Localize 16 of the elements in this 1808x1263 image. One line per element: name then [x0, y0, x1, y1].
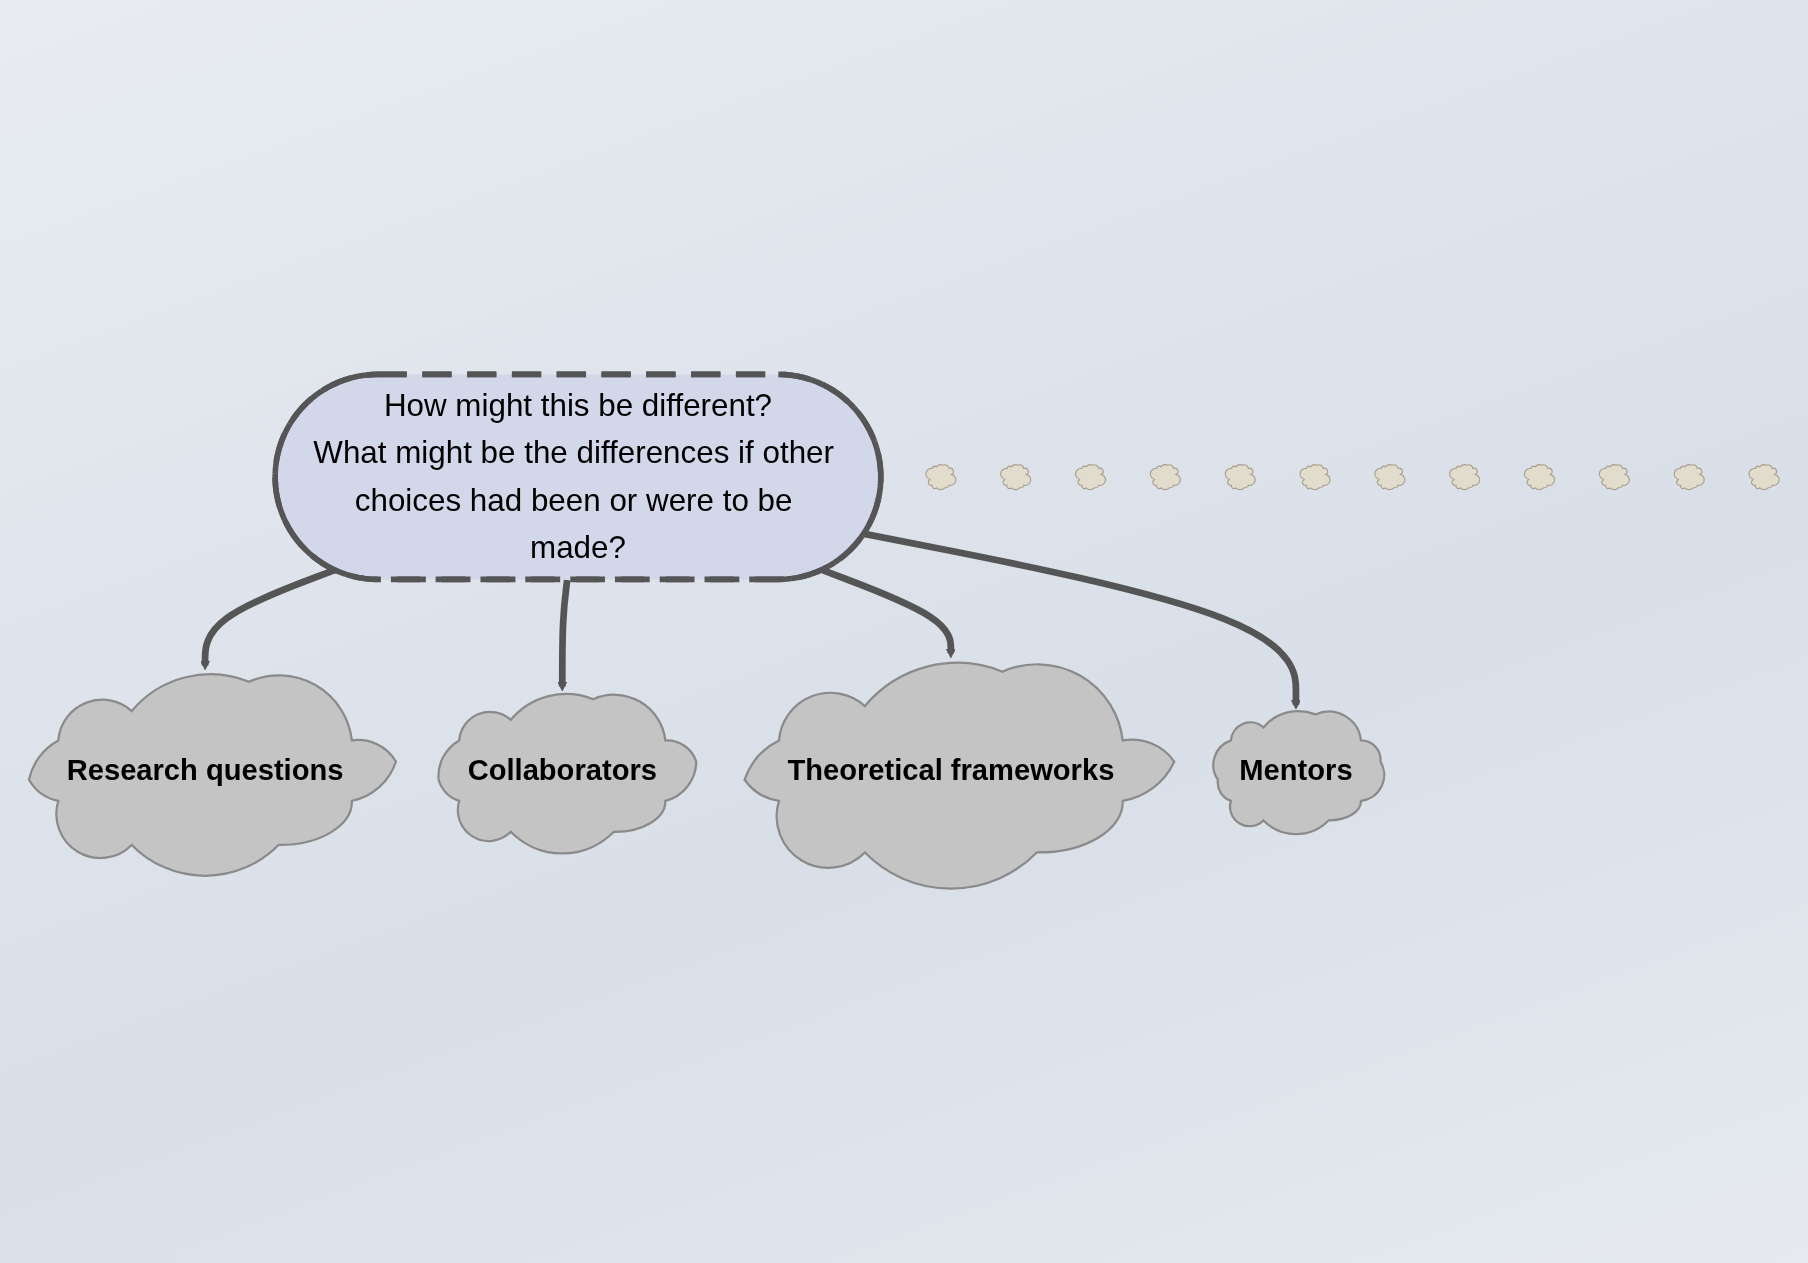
node-cloud: [1449, 464, 1481, 491]
node-cloud: [1598, 464, 1630, 491]
node-cloud: [1523, 464, 1556, 491]
node-cloud: [1748, 464, 1780, 491]
node-cloud: [1673, 464, 1705, 491]
node-cloud: [1000, 464, 1032, 491]
node-cloud: [1149, 464, 1181, 491]
arrow: [200, 567, 336, 671]
node-cloud: [1299, 464, 1331, 491]
arrow: [557, 579, 571, 692]
node-cloud: [1374, 464, 1406, 491]
arrow: [821, 567, 956, 659]
node-cloud: [1224, 464, 1256, 491]
node-cloud: [1074, 464, 1107, 491]
arrow: [863, 530, 1301, 710]
node-cloud: [925, 464, 957, 491]
